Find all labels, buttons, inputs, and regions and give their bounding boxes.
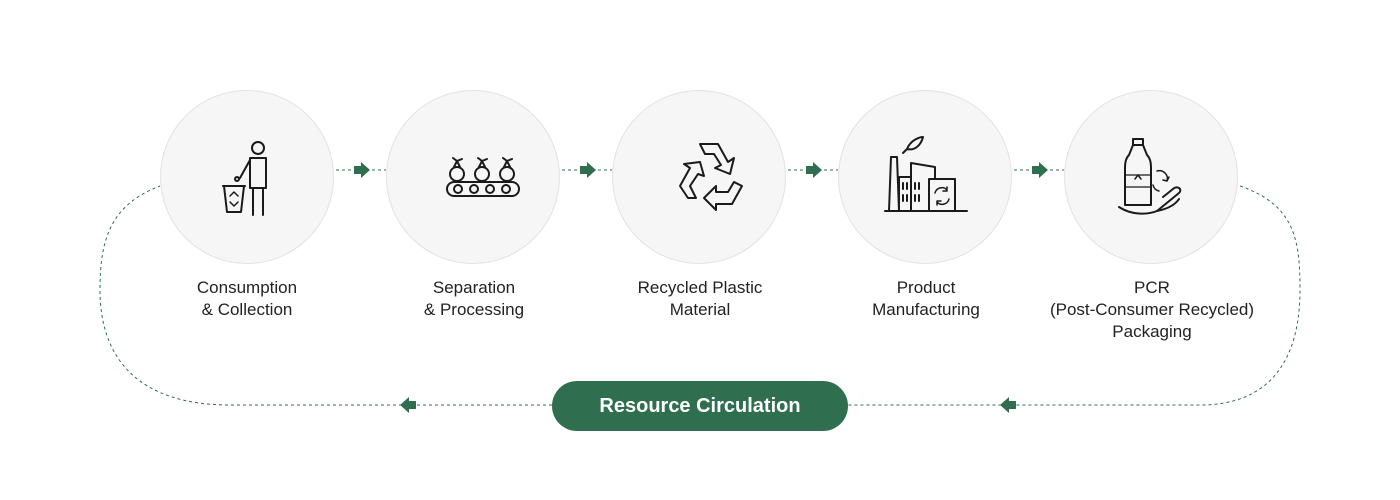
step-label-consumption: Consumption & Collection bbox=[196, 278, 298, 319]
step-circle-consumption bbox=[160, 90, 334, 264]
waste-bags-conveyor-icon bbox=[446, 157, 520, 197]
resource-circulation-badge: Resource Circulation bbox=[552, 381, 848, 431]
step-label-pcr: PCR (Post-Consumer Recycled) Packaging bbox=[1049, 278, 1255, 341]
recycle-arrows-icon bbox=[679, 143, 743, 211]
step-label-separation: Separation & Processing bbox=[423, 278, 525, 319]
step-circle-pcr bbox=[1064, 90, 1238, 264]
arrow-right-icon bbox=[580, 162, 596, 178]
arrow-right-icon bbox=[806, 162, 822, 178]
step-label-manufacturing: Product Manufacturing bbox=[872, 278, 980, 319]
step-label-recycled: Recycled Plastic Material bbox=[637, 278, 763, 319]
arrow-right-icon bbox=[1032, 162, 1048, 178]
bottle-hand-recycle-icon bbox=[1118, 138, 1182, 215]
factory-leaf-icon bbox=[884, 136, 968, 212]
arrow-left-icon bbox=[1000, 397, 1016, 413]
arrow-right-icon bbox=[354, 162, 370, 178]
step-circle-manufacturing bbox=[838, 90, 1012, 264]
arrow-left-icon bbox=[400, 397, 416, 413]
step-circle-recycled bbox=[612, 90, 786, 264]
person-recycling-bin-icon bbox=[222, 141, 267, 216]
step-circle-separation bbox=[386, 90, 560, 264]
